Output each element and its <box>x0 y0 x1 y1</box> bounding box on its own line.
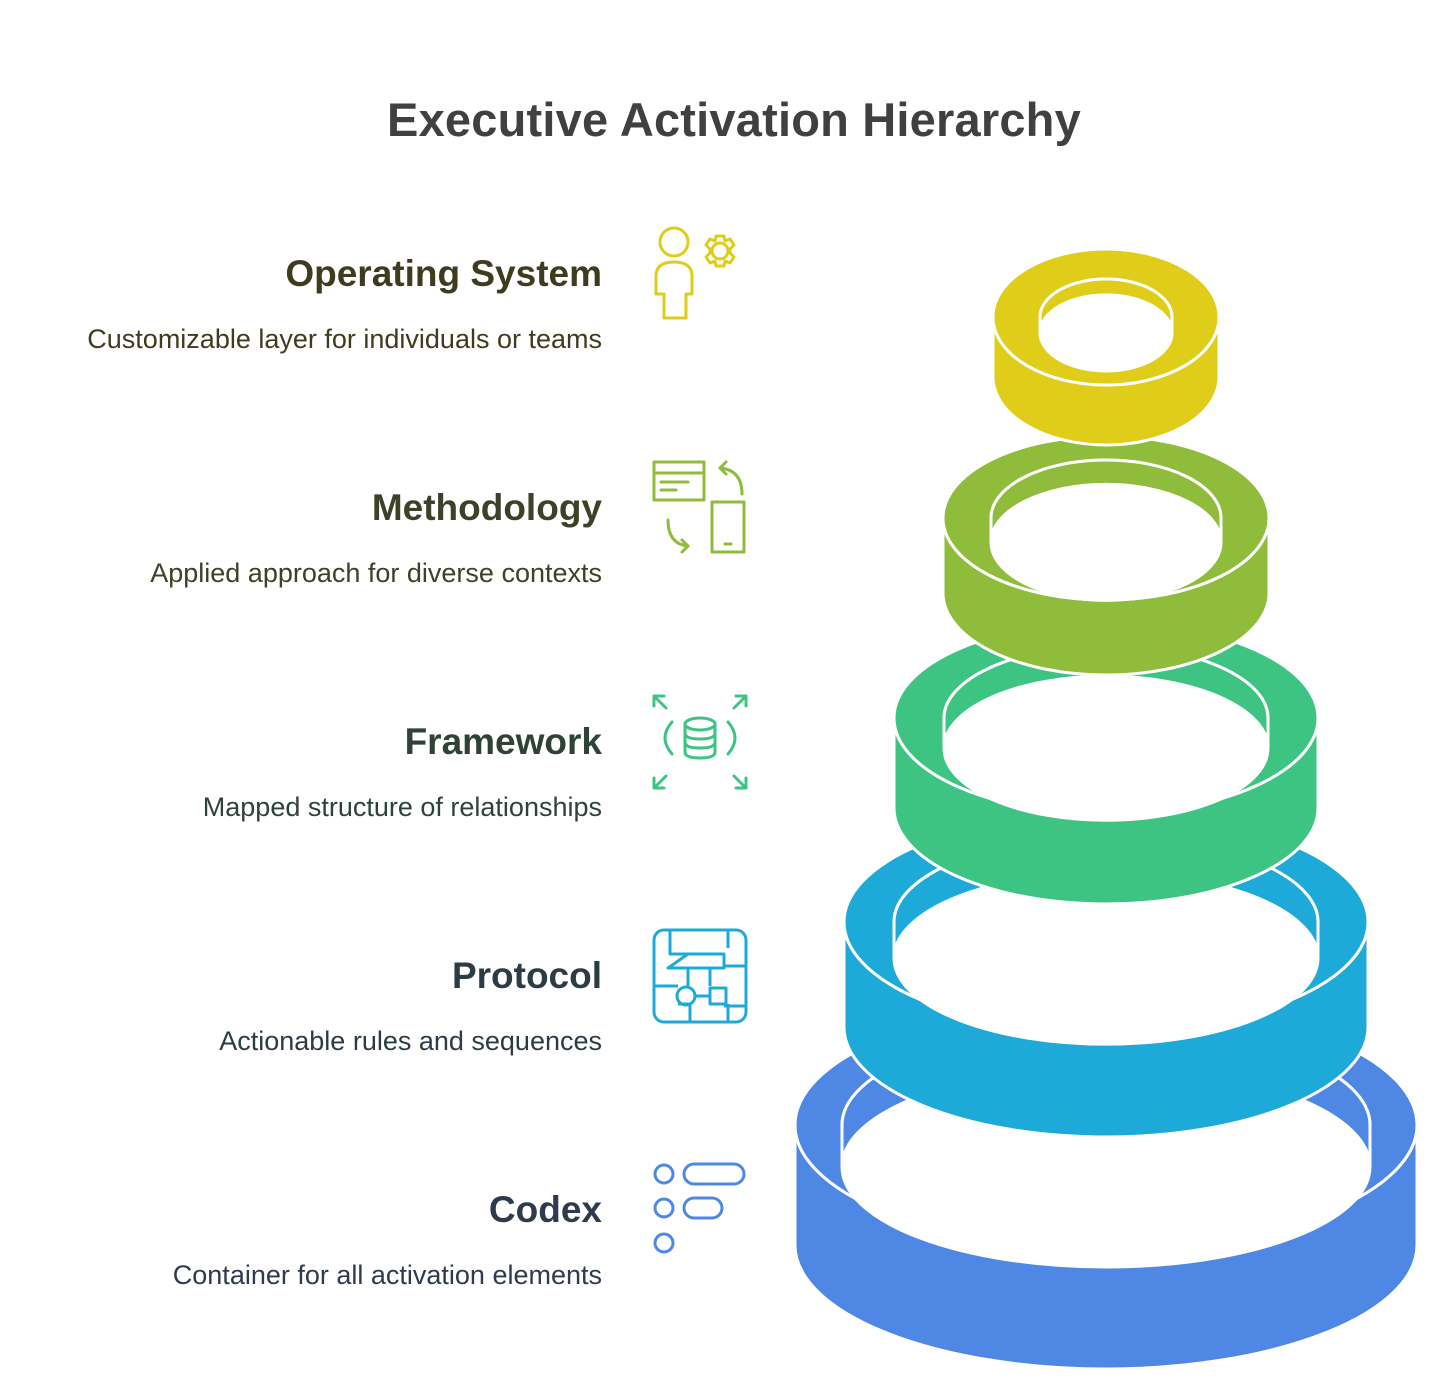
layer-heading: Framework <box>404 721 602 762</box>
layer-heading: Protocol <box>451 955 602 996</box>
layer-operating-system: Operating System Customizable layer for … <box>0 252 602 356</box>
ring-methodology <box>941 434 1271 677</box>
diagram-title: Executive Activation Hierarchy <box>387 93 1081 146</box>
ring-framework <box>892 620 1320 906</box>
flowchart-chip-icon <box>652 928 748 1024</box>
layer-description: Actionable rules and sequences <box>219 1026 602 1056</box>
layer-framework: Framework Mapped structure of relationsh… <box>0 720 602 824</box>
layer-description: Customizable layer for individuals or te… <box>87 324 602 354</box>
layer-methodology: Methodology Applied approach for diverse… <box>0 486 602 590</box>
layer-description: Applied approach for diverse contexts <box>150 558 602 588</box>
layer-codex: Codex Container for all activation eleme… <box>0 1188 602 1292</box>
layer-description: Mapped structure of relationships <box>202 792 602 822</box>
layer-heading: Operating System <box>285 253 602 294</box>
ring-operating-system <box>991 247 1221 447</box>
database-expand-icon <box>652 694 748 790</box>
list-items-icon <box>653 1162 746 1254</box>
layer-protocol: Protocol Actionable rules and sequences <box>0 954 602 1058</box>
person-gear-icon <box>654 226 736 320</box>
layer-description: Container for all activation elements <box>172 1260 602 1290</box>
layer-heading: Codex <box>488 1189 602 1230</box>
window-phone-exchange-icon <box>652 460 746 554</box>
layer-heading: Methodology <box>371 487 602 528</box>
